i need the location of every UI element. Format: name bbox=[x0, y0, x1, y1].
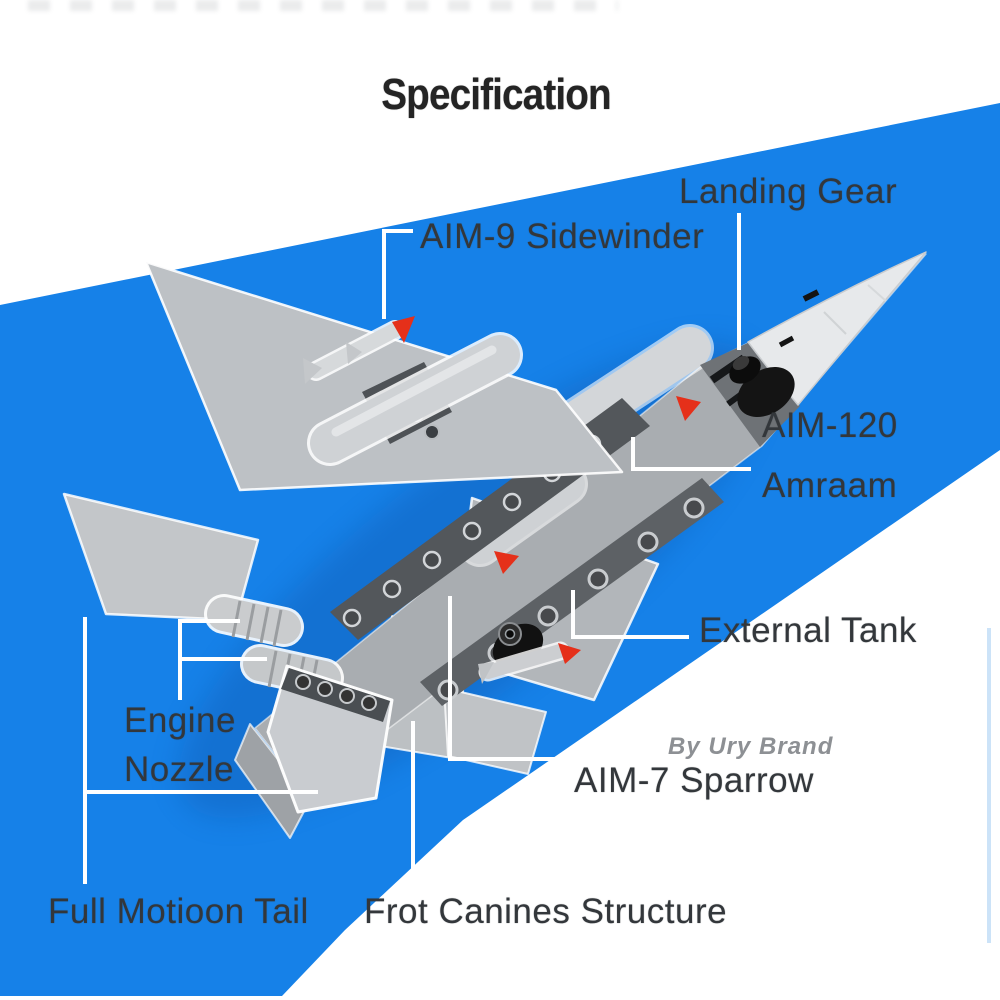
conformal-pod-front bbox=[556, 324, 714, 444]
right-missile-fin bbox=[478, 662, 494, 684]
engine-nozzle-1 bbox=[204, 594, 304, 647]
leader-aim9 bbox=[382, 229, 413, 319]
nose-marking-2 bbox=[778, 335, 795, 348]
label-engine-line1: Engine bbox=[124, 701, 236, 740]
label-aim120-line2: Amraam bbox=[762, 466, 898, 505]
landing-gear-front-wheel bbox=[729, 355, 795, 418]
brand-watermark: By Ury Brand bbox=[668, 733, 834, 760]
label-aim120-line1: AIM-120 bbox=[762, 406, 898, 445]
leader-aim7 bbox=[448, 596, 568, 761]
label-full-motion-tail: Full Motioon Tail bbox=[48, 892, 309, 931]
right-missile-red-tip bbox=[558, 643, 581, 664]
external-tank-pod bbox=[307, 332, 523, 466]
right-wing-missile bbox=[478, 641, 581, 684]
label-aim7-sparrow: AIM-7 Sparrow bbox=[574, 761, 814, 800]
label-engine-line2: Nozzle bbox=[124, 750, 234, 789]
red-marker-mid bbox=[494, 551, 519, 574]
nose-marking bbox=[802, 289, 820, 302]
aim9-mid-fin bbox=[346, 342, 362, 364]
jet-illustration bbox=[62, 251, 927, 839]
aim9-red-tip bbox=[392, 316, 415, 343]
nose-seam bbox=[823, 311, 847, 335]
right-edge-accent-line bbox=[987, 628, 991, 943]
left-wing bbox=[144, 260, 624, 492]
label-aim9-sidewinder: AIM-9 Sidewinder bbox=[420, 217, 705, 256]
aim9-missile bbox=[303, 316, 415, 384]
page-title: Specification bbox=[381, 70, 611, 119]
red-marker-front bbox=[676, 396, 701, 421]
aim9-tail-fin bbox=[303, 358, 322, 384]
leader-aim120 bbox=[631, 437, 751, 471]
label-landing-gear: Landing Gear bbox=[679, 172, 898, 211]
right-tailplane bbox=[443, 687, 547, 775]
leader-engine-nozzle bbox=[178, 619, 240, 700]
callout-leader-lines bbox=[83, 213, 751, 884]
cropped-text-artifact bbox=[28, 0, 618, 11]
label-front-canines: Frot Canines Structure bbox=[364, 892, 728, 931]
nose-seam-2 bbox=[867, 284, 887, 302]
label-external-tank: External Tank bbox=[699, 611, 917, 650]
fin-studs bbox=[295, 674, 377, 711]
leader-external-tank bbox=[571, 590, 689, 639]
